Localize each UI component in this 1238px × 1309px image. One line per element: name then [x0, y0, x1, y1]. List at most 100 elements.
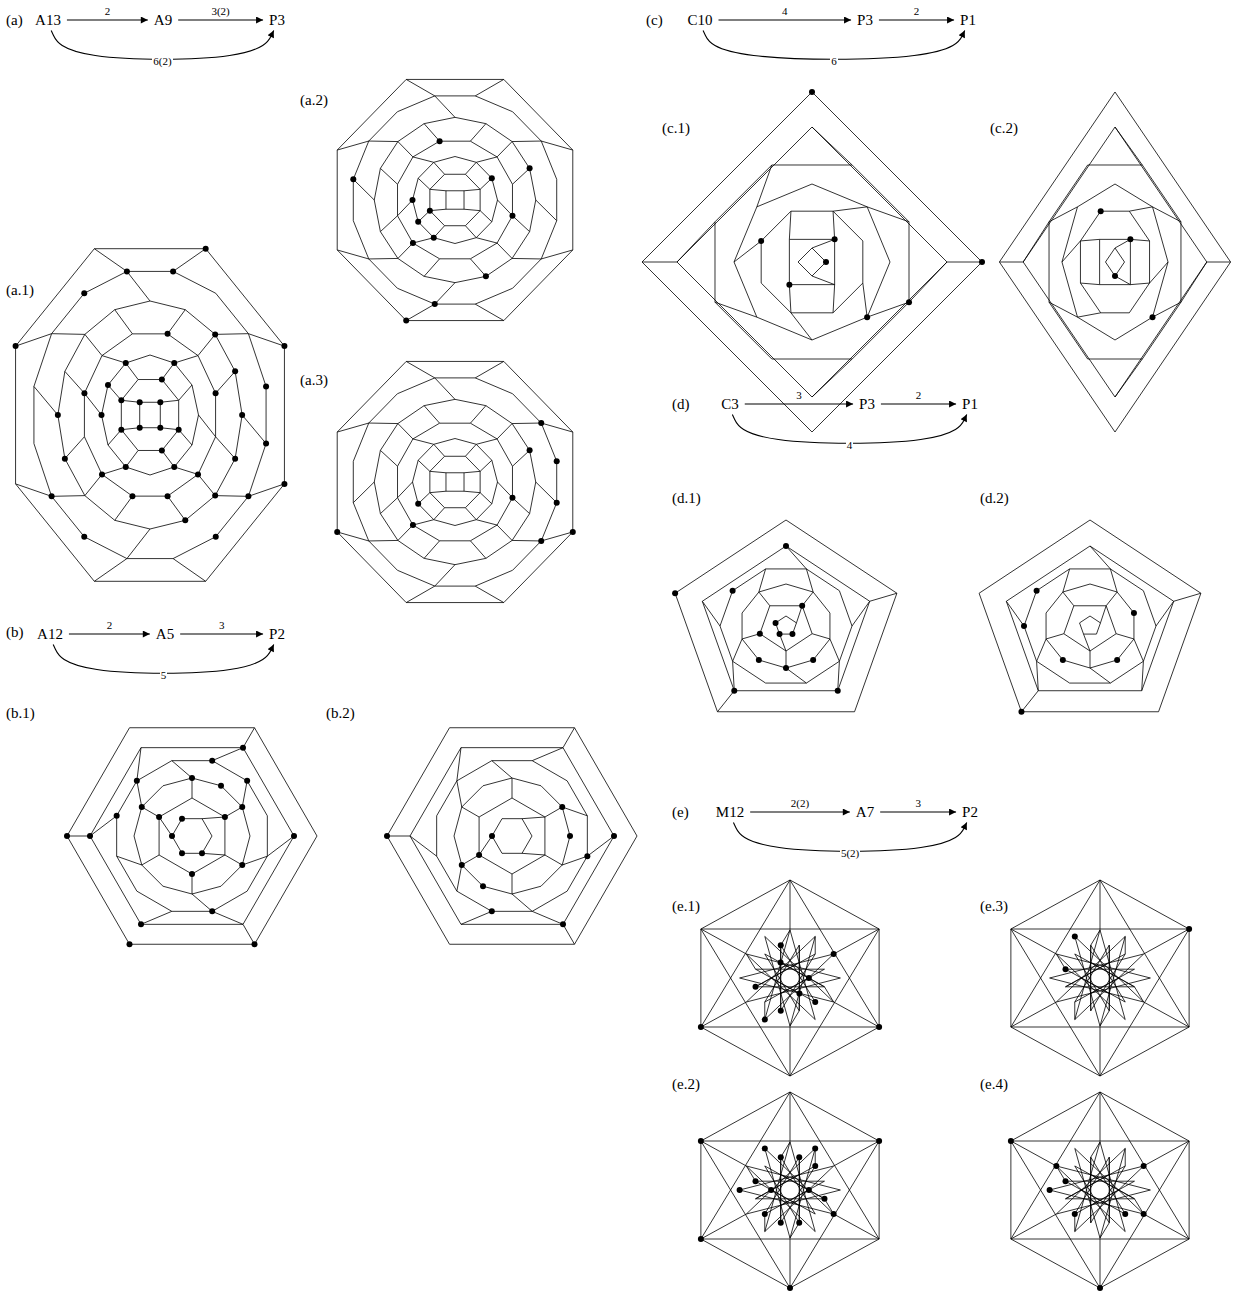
polyhedron-edge [465, 162, 476, 174]
polyhedron-edge [450, 944, 575, 945]
marked-vertex [753, 984, 759, 990]
marked-vertex [509, 213, 515, 219]
polyhedron-edge [94, 559, 127, 582]
polyhedron-edge [1189, 929, 1190, 1027]
polyhedron-edge [1117, 639, 1134, 660]
polyhedron-edge [126, 467, 150, 475]
polyhedron-edge [677, 262, 812, 397]
marked-vertex [81, 290, 87, 296]
polyhedron-edge [470, 124, 486, 142]
polyhedron-edge [701, 929, 879, 930]
polyhedron-edge [243, 836, 294, 924]
polyhedron-edge [215, 459, 235, 496]
polyhedron-edge [34, 386, 58, 415]
polyhedron-edge [1077, 313, 1100, 317]
polyhedron-edge [1080, 211, 1100, 241]
edge-label: 3(2) [210, 5, 230, 17]
polyhedron-edge [1100, 1141, 1189, 1288]
polyhedron-edge [504, 79, 573, 150]
polyhedron-edge [198, 474, 215, 495]
polyhedron-edge [701, 1002, 746, 1027]
state-node: C3 [718, 395, 742, 414]
polyhedron-edge [1063, 660, 1090, 668]
edge-label: 3 [914, 797, 922, 809]
marked-vertex [81, 534, 87, 540]
marked-vertex [118, 397, 124, 403]
polyhedron-edge [90, 836, 141, 924]
polyhedron-edge [198, 356, 216, 394]
node-text: P2 [962, 804, 978, 821]
polyhedron-edge [765, 969, 825, 1002]
polyhedron-edge [799, 1174, 800, 1205]
marked-vertex [864, 314, 870, 320]
polyhedron-edge [1011, 1141, 1100, 1288]
polyhedron-edge [1144, 1141, 1189, 1166]
marked-vertex [538, 538, 544, 544]
edge-label: 2(2) [790, 797, 810, 809]
polyhedron-edge [162, 363, 174, 379]
polyhedron-edge [734, 207, 757, 262]
polyhedron-edge [1011, 1027, 1100, 1076]
polyhedron-edge [380, 168, 397, 184]
polyhedron-edge [387, 728, 450, 836]
polyhedron-edge [1100, 1239, 1189, 1288]
marked-vertex [49, 493, 55, 499]
polyhedron-edge [513, 541, 542, 570]
polyhedron-edge [1150, 262, 1168, 283]
polyhedron-edge [1066, 986, 1135, 987]
polyhedron-edge [406, 79, 504, 80]
polyhedron-edge [137, 781, 142, 807]
polyhedron-edge [700, 1141, 701, 1239]
marked-vertex [291, 833, 297, 839]
polyhedron-edge [862, 241, 863, 283]
polyhedron-edge [127, 558, 173, 559]
polyhedron-edge [480, 460, 492, 471]
polyhedron-edge [870, 593, 897, 601]
polyhedron-edge [1156, 601, 1174, 626]
marked-vertex [64, 833, 70, 839]
polyhedron-edge [780, 945, 781, 1011]
polyhedron-edge [802, 606, 812, 634]
polyhedron-edge [497, 243, 512, 258]
polyhedron-edge [512, 798, 545, 817]
polyhedron-edge [440, 258, 471, 259]
polyhedron-edge [812, 276, 835, 285]
polyhedron-edge [734, 262, 757, 317]
polyhedron-edge [1100, 606, 1106, 623]
polyhedron-edge [1109, 945, 1110, 962]
state-node: A9 [151, 11, 175, 30]
polyhedron-edge [192, 778, 221, 786]
polyhedron-edge [562, 807, 587, 816]
polyhedron-edge [446, 491, 464, 492]
polyhedron-edge [134, 807, 142, 836]
polyhedron-edge [1180, 222, 1181, 302]
polyhedron-edge [563, 924, 575, 944]
polyhedron-edge [476, 162, 492, 178]
polyhedron-edge [879, 1141, 880, 1239]
marked-vertex [176, 427, 182, 433]
marked-vertex [410, 240, 416, 246]
marked-vertex [222, 814, 228, 820]
polyhedron-edge [434, 520, 455, 526]
polyhedron-edge [642, 262, 812, 432]
polyhedron-edge [398, 124, 424, 142]
schlegel-diagram [13, 246, 288, 582]
marked-vertex [55, 412, 61, 418]
polyhedron-edge [429, 471, 430, 492]
polyhedron-edge [465, 211, 480, 226]
polyhedron-edge [677, 127, 812, 262]
marked-vertex [778, 1008, 784, 1014]
polyhedron-edge [786, 584, 813, 592]
polyhedron-edge [734, 690, 837, 691]
polyhedron-edge [512, 540, 541, 542]
polyhedron-edge [115, 310, 133, 334]
polyhedron-edge [413, 460, 419, 482]
polyhedron-edge [398, 540, 424, 558]
marked-vertex [1047, 1187, 1053, 1193]
polyhedron-edge [512, 855, 545, 874]
panel-label: (a) [6, 12, 23, 29]
polyhedron-edge [999, 92, 1115, 262]
state-node: P1 [959, 395, 981, 414]
polyhedron-edge [1100, 1092, 1189, 1141]
marked-vertex [906, 299, 912, 305]
